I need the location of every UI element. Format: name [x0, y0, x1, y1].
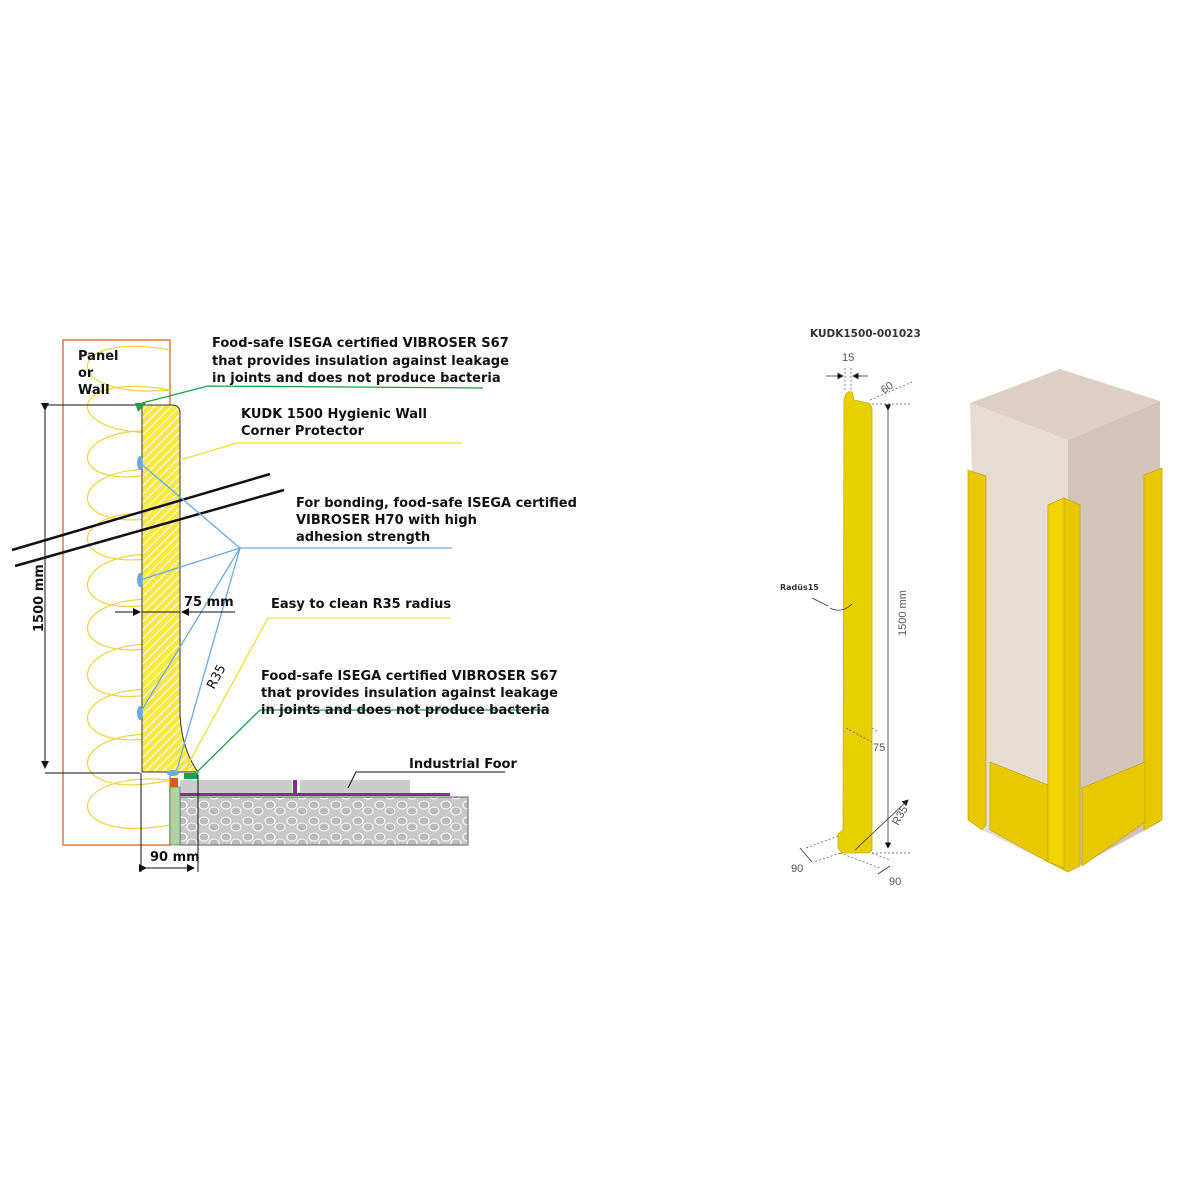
column-render [967, 369, 1163, 873]
bonding-line-2: VIBROSER H70 with high [296, 513, 477, 528]
dim-75: 75 [873, 742, 885, 754]
product-line-1: KUDK 1500 Hygienic Wall [241, 407, 427, 422]
sealant-bottom-line-3: in joints and does not produce bacteria [261, 703, 550, 718]
product-leader [179, 442, 462, 461]
floor-leader [347, 771, 505, 789]
technical-drawing: KUDK1500-001023 15 60 Radüs15 1500 mm 75… [780, 328, 921, 888]
sealant-bottom-icon [184, 773, 198, 779]
adhesive-dots [137, 456, 179, 776]
section-diagram: Panel or Wall 1500 mm [11, 336, 577, 872]
sealant-top-leader [141, 385, 484, 404]
radius-label: Radüs15 [780, 583, 819, 592]
adhesive-callout [139, 462, 452, 774]
dim-lip: 60 [879, 380, 896, 397]
corner-protector-section [141, 404, 199, 773]
base-dim-label: 90 mm [150, 850, 200, 865]
width-dim-label: 75 mm [184, 595, 234, 610]
height-dimension [41, 403, 142, 774]
industrial-floor [169, 778, 469, 846]
dim-90-right: 90 [889, 876, 901, 888]
panel-label-1: Panel [78, 349, 118, 364]
dim-90-left: 90 [791, 863, 803, 875]
bonding-line-3: adhesion strength [296, 530, 430, 545]
sealant-bottom-line-2: that provides insulation against leakage [261, 686, 558, 701]
protector-profile [837, 391, 873, 854]
floor-label: Industrial Foor [409, 757, 517, 772]
height-dim-label: 1500 mm [32, 564, 47, 632]
sealant-top-icon [135, 403, 146, 412]
sealant-bottom-leader [196, 709, 546, 773]
radius-note: Easy to clean R35 radius [271, 597, 451, 612]
radius-leader [184, 617, 450, 771]
break-lines [11, 472, 285, 568]
panel-label-2: or [78, 366, 94, 381]
column-protectors [967, 467, 1163, 873]
height-label: 1500 mm [897, 590, 909, 636]
sealant-top-line-2: that provides insulation against leakage [212, 354, 509, 369]
sealant-top-line-1: Food-safe ISEGA certified VIBROSER S67 [212, 336, 509, 351]
radius-dim-label: R35 [204, 662, 229, 692]
part-number: KUDK1500-001023 [810, 328, 921, 340]
dim-r35: R35 [890, 804, 910, 827]
base-dimension [139, 773, 199, 872]
sealant-top-line-3: in joints and does not produce bacteria [212, 371, 501, 386]
sealant-bottom-line-1: Food-safe ISEGA certified VIBROSER S67 [261, 669, 558, 684]
dim-top-width: 15 [842, 352, 854, 364]
product-line-2: Corner Protector [241, 424, 365, 439]
bonding-line-1: For bonding, food-safe ISEGA certified [296, 496, 577, 511]
panel-label-3: Wall [78, 383, 110, 398]
